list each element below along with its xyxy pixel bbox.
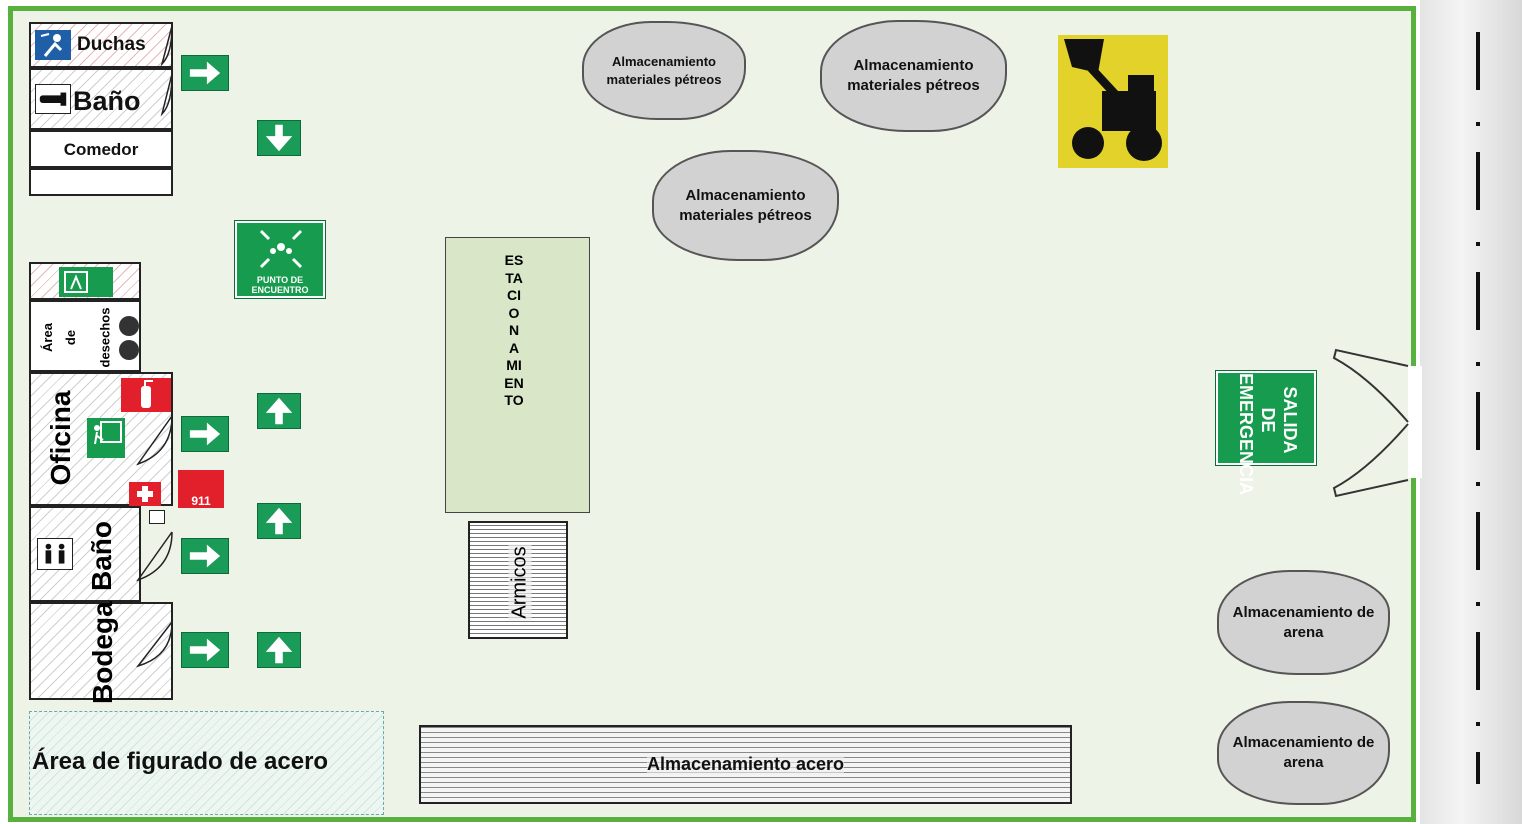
room-label-duchas: Duchas [77,34,146,55]
armicos-area: Armicos [468,521,568,639]
arrow-right-icon [181,55,229,91]
storage-arena-1-label: Almacenamiento de arena [1232,603,1375,641]
first-aid-icon [129,482,161,506]
arrow-right-icon [181,632,229,668]
shower-icon [35,30,71,60]
room-waste-top [29,262,141,300]
gate-icon [1332,348,1409,498]
steel-storage-area: Almacenamiento acero [419,725,1072,804]
room-label-bano-top: Baño [73,86,141,116]
exit-sign-icon [59,267,113,297]
steel-bending-area: Área de figurado de acero [29,711,384,815]
room-label-comedor: Comedor [63,140,139,159]
emergency-sign: 911 [178,470,224,508]
gate-opening [1408,366,1422,478]
room-label-bano-bottom: Baño [86,521,117,591]
assembly-point-sign: PUNTO DE ENCUENTRO [234,220,326,299]
storage-petreos-1-label: Almacenamiento materiales pétreos [606,53,722,87]
storage-arena-2: Almacenamiento de arena [1217,701,1390,805]
storage-petreos-3: Almacenamiento materiales pétreos [652,150,839,261]
arrow-up-icon [257,503,301,539]
door-swing-icon [160,25,173,117]
storage-petreos-2: Almacenamiento materiales pétreos [820,20,1007,132]
door-swing-icon [135,415,173,668]
room-comedor: Comedor [29,130,173,168]
exit-sign-icon [87,418,125,458]
parking-area: ESTACIONAMIENTO [445,237,590,513]
assembly-point-label: PUNTO DE ENCUENTRO [251,275,309,295]
steel-bending-label: Área de figurado de acero [32,748,329,775]
emergency-exit-sign: SALIDA DE EMERGENCIA [1215,370,1317,496]
toilet-icon [37,538,73,570]
storage-petreos-2-label: Almacenamiento materiales pétreos [847,57,980,94]
arrow-up-icon [257,632,301,668]
room-area-desechos: Área de desechos [29,300,141,372]
arrow-down-icon [257,120,301,156]
arrow-right-icon [181,416,229,452]
storage-petreos-1: Almacenamiento materiales pétreos [582,21,746,120]
room-duchas: Duchas [29,22,173,68]
arrow-up-icon [257,393,301,429]
fire-extinguisher-icon [121,378,171,412]
armicos-label: Armicos [508,544,532,621]
room-label-bodega: Bodega [87,601,118,704]
parking-label: ESTACIONAMIENTO [504,252,524,408]
emergency-exit-label: SALIDA DE EMERGENCIA [1236,373,1300,496]
assembly-point-icon [257,227,305,271]
road [1420,0,1522,824]
trash-bin-icon [119,316,139,336]
toilet-icon [35,84,71,114]
room-bano-top: Baño [29,68,173,130]
label-de: de [63,329,79,346]
arrow-right-icon [181,538,229,574]
emergency-number: 911 [191,494,211,508]
sink-icon [149,510,165,524]
storage-petreos-3-label: Almacenamiento materiales pétreos [679,186,812,224]
room-empty [29,168,173,196]
loader-truck-icon [1058,35,1168,168]
storage-arena-2-label: Almacenamiento de arena [1232,734,1375,771]
storage-arena-1: Almacenamiento de arena [1217,570,1390,675]
room-label-oficina: Oficina [45,390,76,486]
site-boundary [8,6,1416,822]
label-area: Área [39,323,55,352]
steel-storage-label: Almacenamiento acero [646,754,845,775]
trash-bin-icon [119,340,139,360]
room-oficina: Oficina [29,372,173,506]
room-bano-bottom: Baño [29,506,165,602]
label-desechos: desechos [97,307,113,368]
